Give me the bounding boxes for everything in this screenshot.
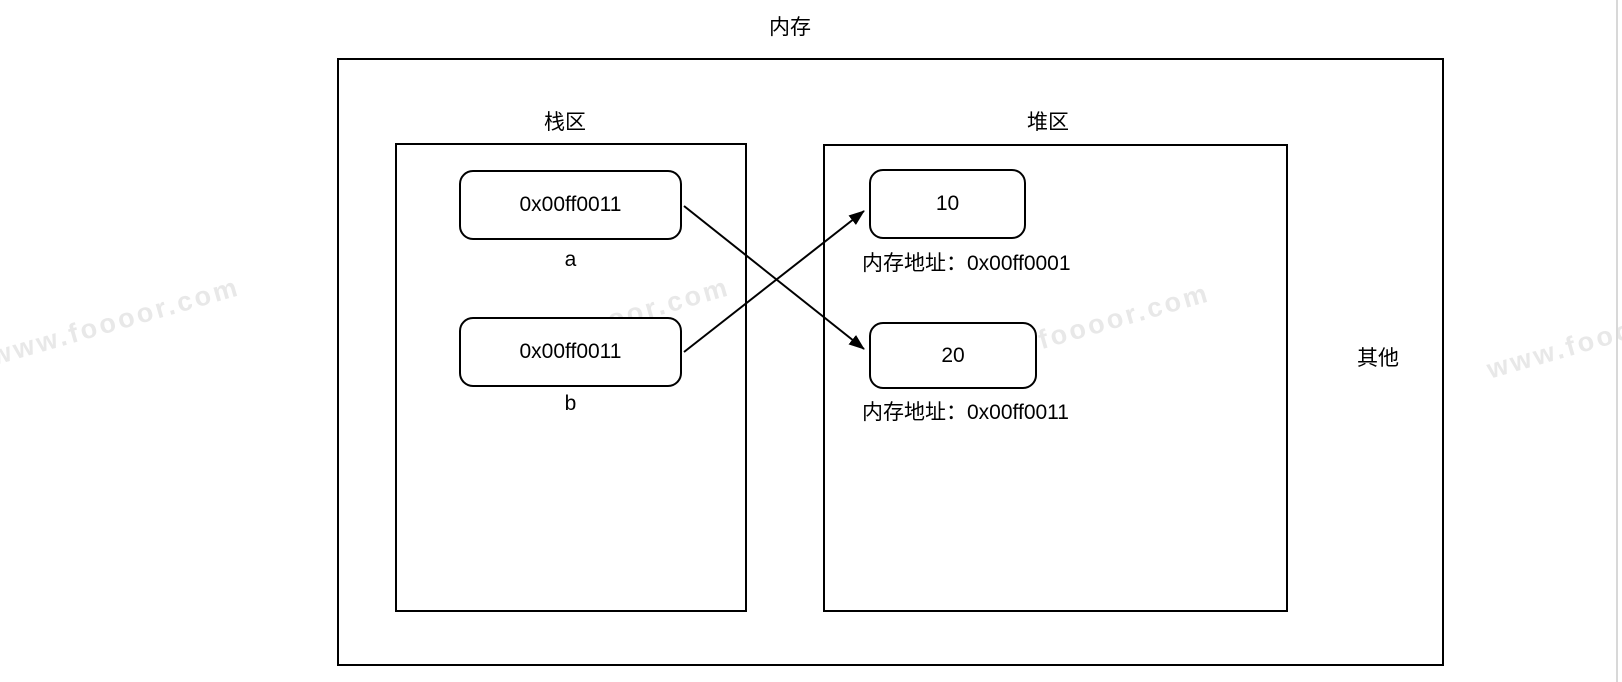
heap-cell-10-address: 内存地址：0x00ff0001 xyxy=(862,252,1071,275)
page-edge-divider xyxy=(1616,0,1618,682)
heap-cell-10-value: 10 xyxy=(935,192,960,215)
heap-cell-10: 10 xyxy=(869,169,1026,239)
heap-cell-20-value: 20 xyxy=(941,343,965,367)
stack-var-b-cell: 0x00ff0011 xyxy=(459,317,682,387)
stack-var-b-value: 0x00ff0011 xyxy=(519,340,622,363)
heap-region-box xyxy=(823,144,1288,612)
watermark-text: www.foooor.com xyxy=(0,271,244,372)
heap-region-label: 堆区 xyxy=(1027,111,1069,134)
stack-var-a-value: 0x00ff0011 xyxy=(519,193,622,216)
stack-region-box xyxy=(395,143,747,612)
heap-cell-20: 20 xyxy=(869,322,1037,389)
watermark-text: www.foooor.com xyxy=(1483,284,1622,385)
diagram-title: 内存 xyxy=(769,16,811,39)
stack-var-a-cell: 0x00ff0011 xyxy=(459,170,682,240)
stack-var-a-name: a xyxy=(564,248,577,271)
other-region-label: 其他 xyxy=(1357,347,1399,370)
stack-var-b-name: b xyxy=(564,392,577,415)
stack-region-label: 栈区 xyxy=(544,111,586,134)
memory-outer-box xyxy=(337,58,1444,666)
heap-cell-20-address: 内存地址：0x00ff0011 xyxy=(862,401,1069,424)
